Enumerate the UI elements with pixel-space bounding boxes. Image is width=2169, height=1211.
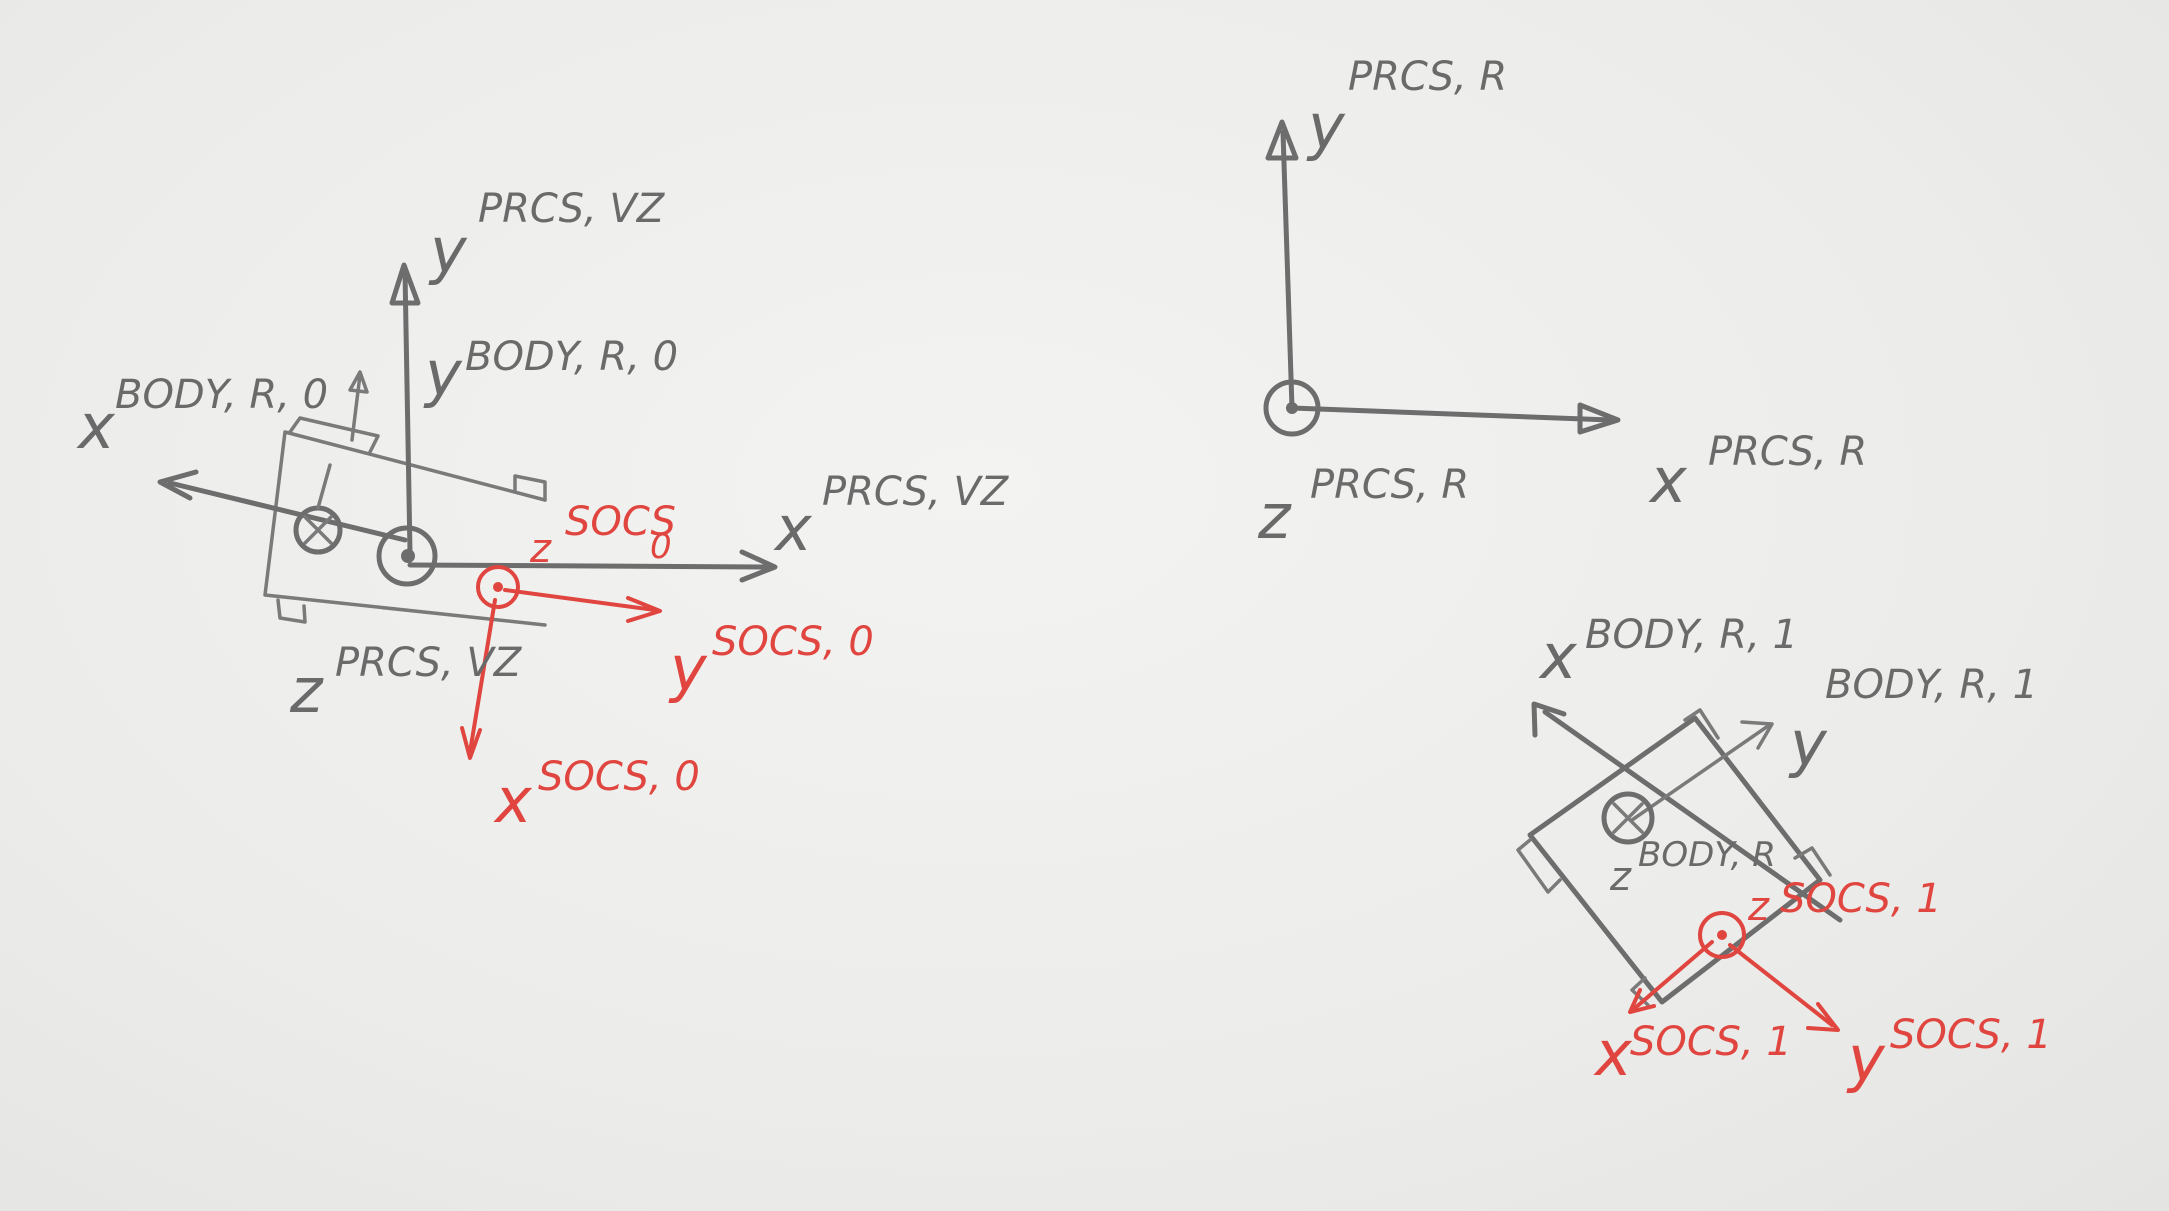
label-y-prcs-r-sup: PRCS, R: [1348, 54, 1507, 100]
z-axis-body-r-cross: [1612, 802, 1644, 834]
label-z-prcs-r-sup: PRCS, R: [1310, 462, 1469, 508]
y-arrowhead-body-r-1: [1740, 720, 1774, 750]
z-axis-socs-0-dot: [493, 582, 503, 592]
x-arrowhead-body-r-1: [1531, 701, 1567, 738]
label-x-socs-1-sup: SOCS, 1: [1630, 1019, 1792, 1065]
right-frame-labels: y PRCS, R x PRCS, R z PRCS, R: [1257, 54, 1867, 553]
z-axis-socs-1-dot: [1717, 930, 1727, 940]
label-y-body-r-1-base: y: [1788, 707, 1828, 780]
body-frame: [1516, 701, 1843, 1032]
label-z-prcs-r-base: z: [1257, 480, 1292, 553]
x-arrowhead-prcs-r: [1577, 402, 1621, 435]
y-arrowhead-body-r-0: [348, 370, 369, 394]
label-y-body-r-0-base: y: [423, 337, 463, 410]
left-frame: [157, 262, 778, 760]
y-axis-socs-1: [1728, 943, 1834, 1027]
z-axis-socs-0-circle: [476, 565, 520, 609]
z-axis-prcs-vz-dot: [401, 549, 415, 563]
wheel-right-right: [1793, 846, 1832, 877]
z-axis-prcs-vz-circle: [376, 525, 438, 587]
label-y-prcs-vz-base: y: [428, 214, 468, 287]
label-z-socs-1-sup: SOCS, 1: [1780, 876, 1942, 922]
left-frame-labels: y PRCS, VZ x PRCS, VZ z PRCS, VZ x BODY,…: [76, 186, 1010, 837]
y-axis-socs-0: [503, 588, 657, 612]
label-z-body-r-sup: BODY, R: [1638, 835, 1776, 875]
wheel-right-left: [1516, 838, 1562, 894]
label-y-socs-0-sup: SOCS, 0: [712, 619, 874, 665]
label-z-prcs-vz-base: z: [289, 654, 324, 727]
z-axis-prcs-r-dot: [1286, 402, 1298, 414]
right-frame: [1263, 119, 1621, 437]
label-x-prcs-r-sup: PRCS, R: [1708, 429, 1867, 475]
y-arrowhead-socs-0: [626, 596, 662, 623]
label-y-socs-1-sup: SOCS, 1: [1890, 1012, 2052, 1058]
x-arrowhead-socs-1: [1628, 988, 1656, 1014]
body-frame-labels: x BODY, R, 1 y BODY, R, 1 z BODY, R z SO…: [1538, 612, 2052, 1095]
label-z-prcs-vz-sup: PRCS, VZ: [335, 640, 523, 686]
y-arrowhead-prcs-vz: [389, 262, 421, 306]
x-arrowhead-socs-0: [460, 726, 482, 760]
z-axis-socs-1-circle: [1698, 911, 1746, 959]
label-x-prcs-r-base: x: [1648, 444, 1688, 517]
label-x-body-r-0-base: x: [76, 390, 116, 463]
x-axis-body-r-1: [1542, 709, 1843, 923]
label-x-prcs-vz-sup: PRCS, VZ: [822, 469, 1010, 515]
body-outline-right: [1527, 715, 1823, 1005]
label-z-socs-0-base: z: [529, 526, 552, 572]
label-z-socs-1-base: z: [1747, 884, 1770, 930]
z-body-tick: [316, 463, 332, 510]
body-outline-left: [263, 430, 547, 627]
label-z-body-r-base: z: [1609, 854, 1632, 900]
y-axis-prcs-vz: [402, 269, 413, 555]
z-axis-prcs-r-circle: [1263, 379, 1321, 437]
label-z-socs-0-sup: SOCS: [565, 499, 676, 545]
y-axis-body-r-0: [350, 373, 362, 442]
x-axis-socs-1: [1633, 940, 1714, 1010]
y-axis-body-r-1: [1630, 724, 1770, 822]
z-axis-body-cross: [303, 515, 333, 545]
x-axis-socs-0: [468, 598, 497, 754]
label-x-body-r-0-sup: BODY, R, 0: [115, 372, 328, 418]
label-y-prcs-vz-sup: PRCS, VZ: [478, 186, 666, 232]
label-x-socs-0-base: x: [493, 764, 533, 837]
y-arrowhead-socs-1: [1806, 1002, 1840, 1032]
label-x-socs-0-sup: SOCS, 0: [538, 754, 700, 800]
wheel-right-top: [1683, 708, 1720, 740]
x-axis-body-r-0: [167, 480, 408, 543]
y-arrowhead-prcs-r: [1265, 119, 1299, 161]
label-x-socs-1-base: x: [1593, 1017, 1633, 1090]
label-x-body-r-1-base: x: [1538, 620, 1578, 693]
x-arrowhead-prcs-vz: [739, 549, 778, 583]
wheel-top-left: [288, 416, 380, 454]
wheel-top-right: [513, 474, 547, 502]
label-y-socs-1-base: y: [1846, 1022, 1886, 1095]
x-axis-prcs-r: [1289, 405, 1613, 423]
label-y-socs-0-base: y: [668, 632, 708, 705]
y-axis-prcs-r: [1280, 129, 1295, 411]
z-axis-body-r-circle: [1601, 791, 1655, 845]
label-y-body-r-0-sup: BODY, R, 0: [465, 334, 678, 380]
label-z-socs-0-sub: 0: [650, 527, 672, 567]
label-x-body-r-1-sup: BODY, R, 1: [1585, 612, 1798, 658]
label-y-prcs-r-base: y: [1306, 90, 1346, 163]
wheel-bottom: [276, 598, 307, 624]
x-arrowhead-body-r-0: [157, 469, 199, 501]
x-axis-prcs-vz: [407, 562, 773, 570]
label-x-prcs-vz-base: x: [773, 492, 813, 565]
label-y-body-r-1-sup: BODY, R, 1: [1825, 662, 2038, 708]
